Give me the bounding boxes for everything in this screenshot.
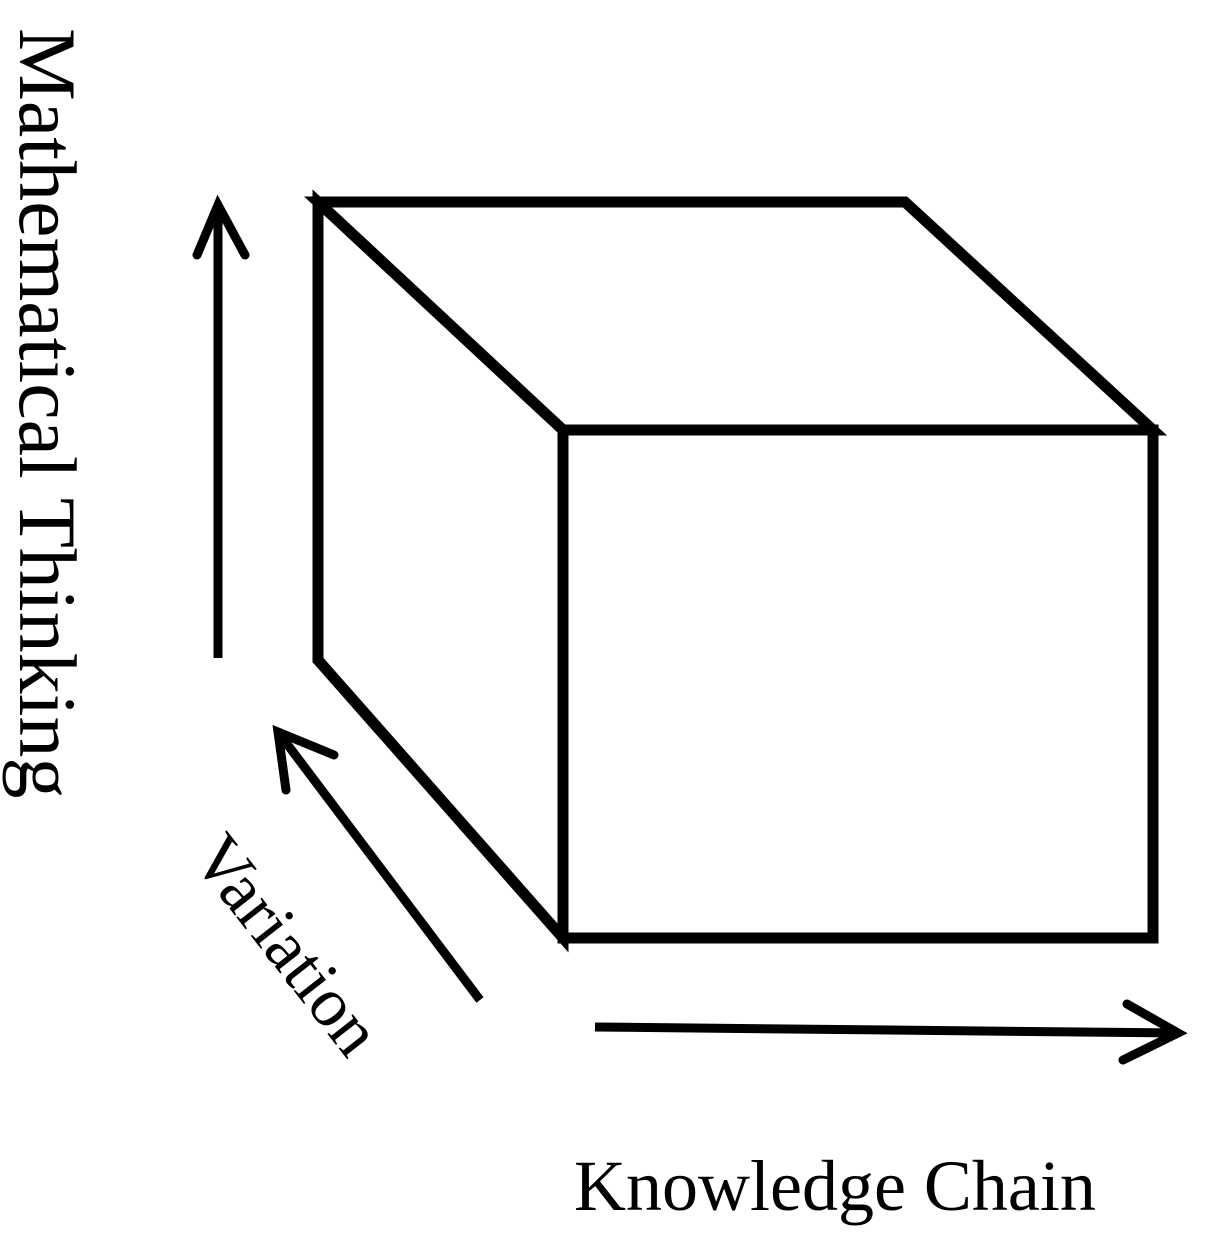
knowledge-chain-arrowhead [1118, 999, 1188, 1065]
cube-front-face [557, 424, 1159, 944]
variation-arrowhead [272, 724, 339, 795]
mathematical-thinking-label: Mathematical Thinking [2, 28, 93, 798]
knowledge-chain-label: Knowledge Chain [574, 1146, 1096, 1226]
mathematical-thinking-arrowhead [192, 194, 250, 260]
knowledge-chain-arrow-shaft [594, 1022, 1179, 1038]
mathematical-thinking-arrow [192, 194, 250, 658]
cube [304, 189, 1168, 953]
knowledge-chain-arrow [594, 999, 1188, 1065]
variation-arrow [272, 724, 484, 1003]
variation-label: Variation [177, 820, 396, 1070]
variation-arrow-shaft [274, 729, 484, 1003]
